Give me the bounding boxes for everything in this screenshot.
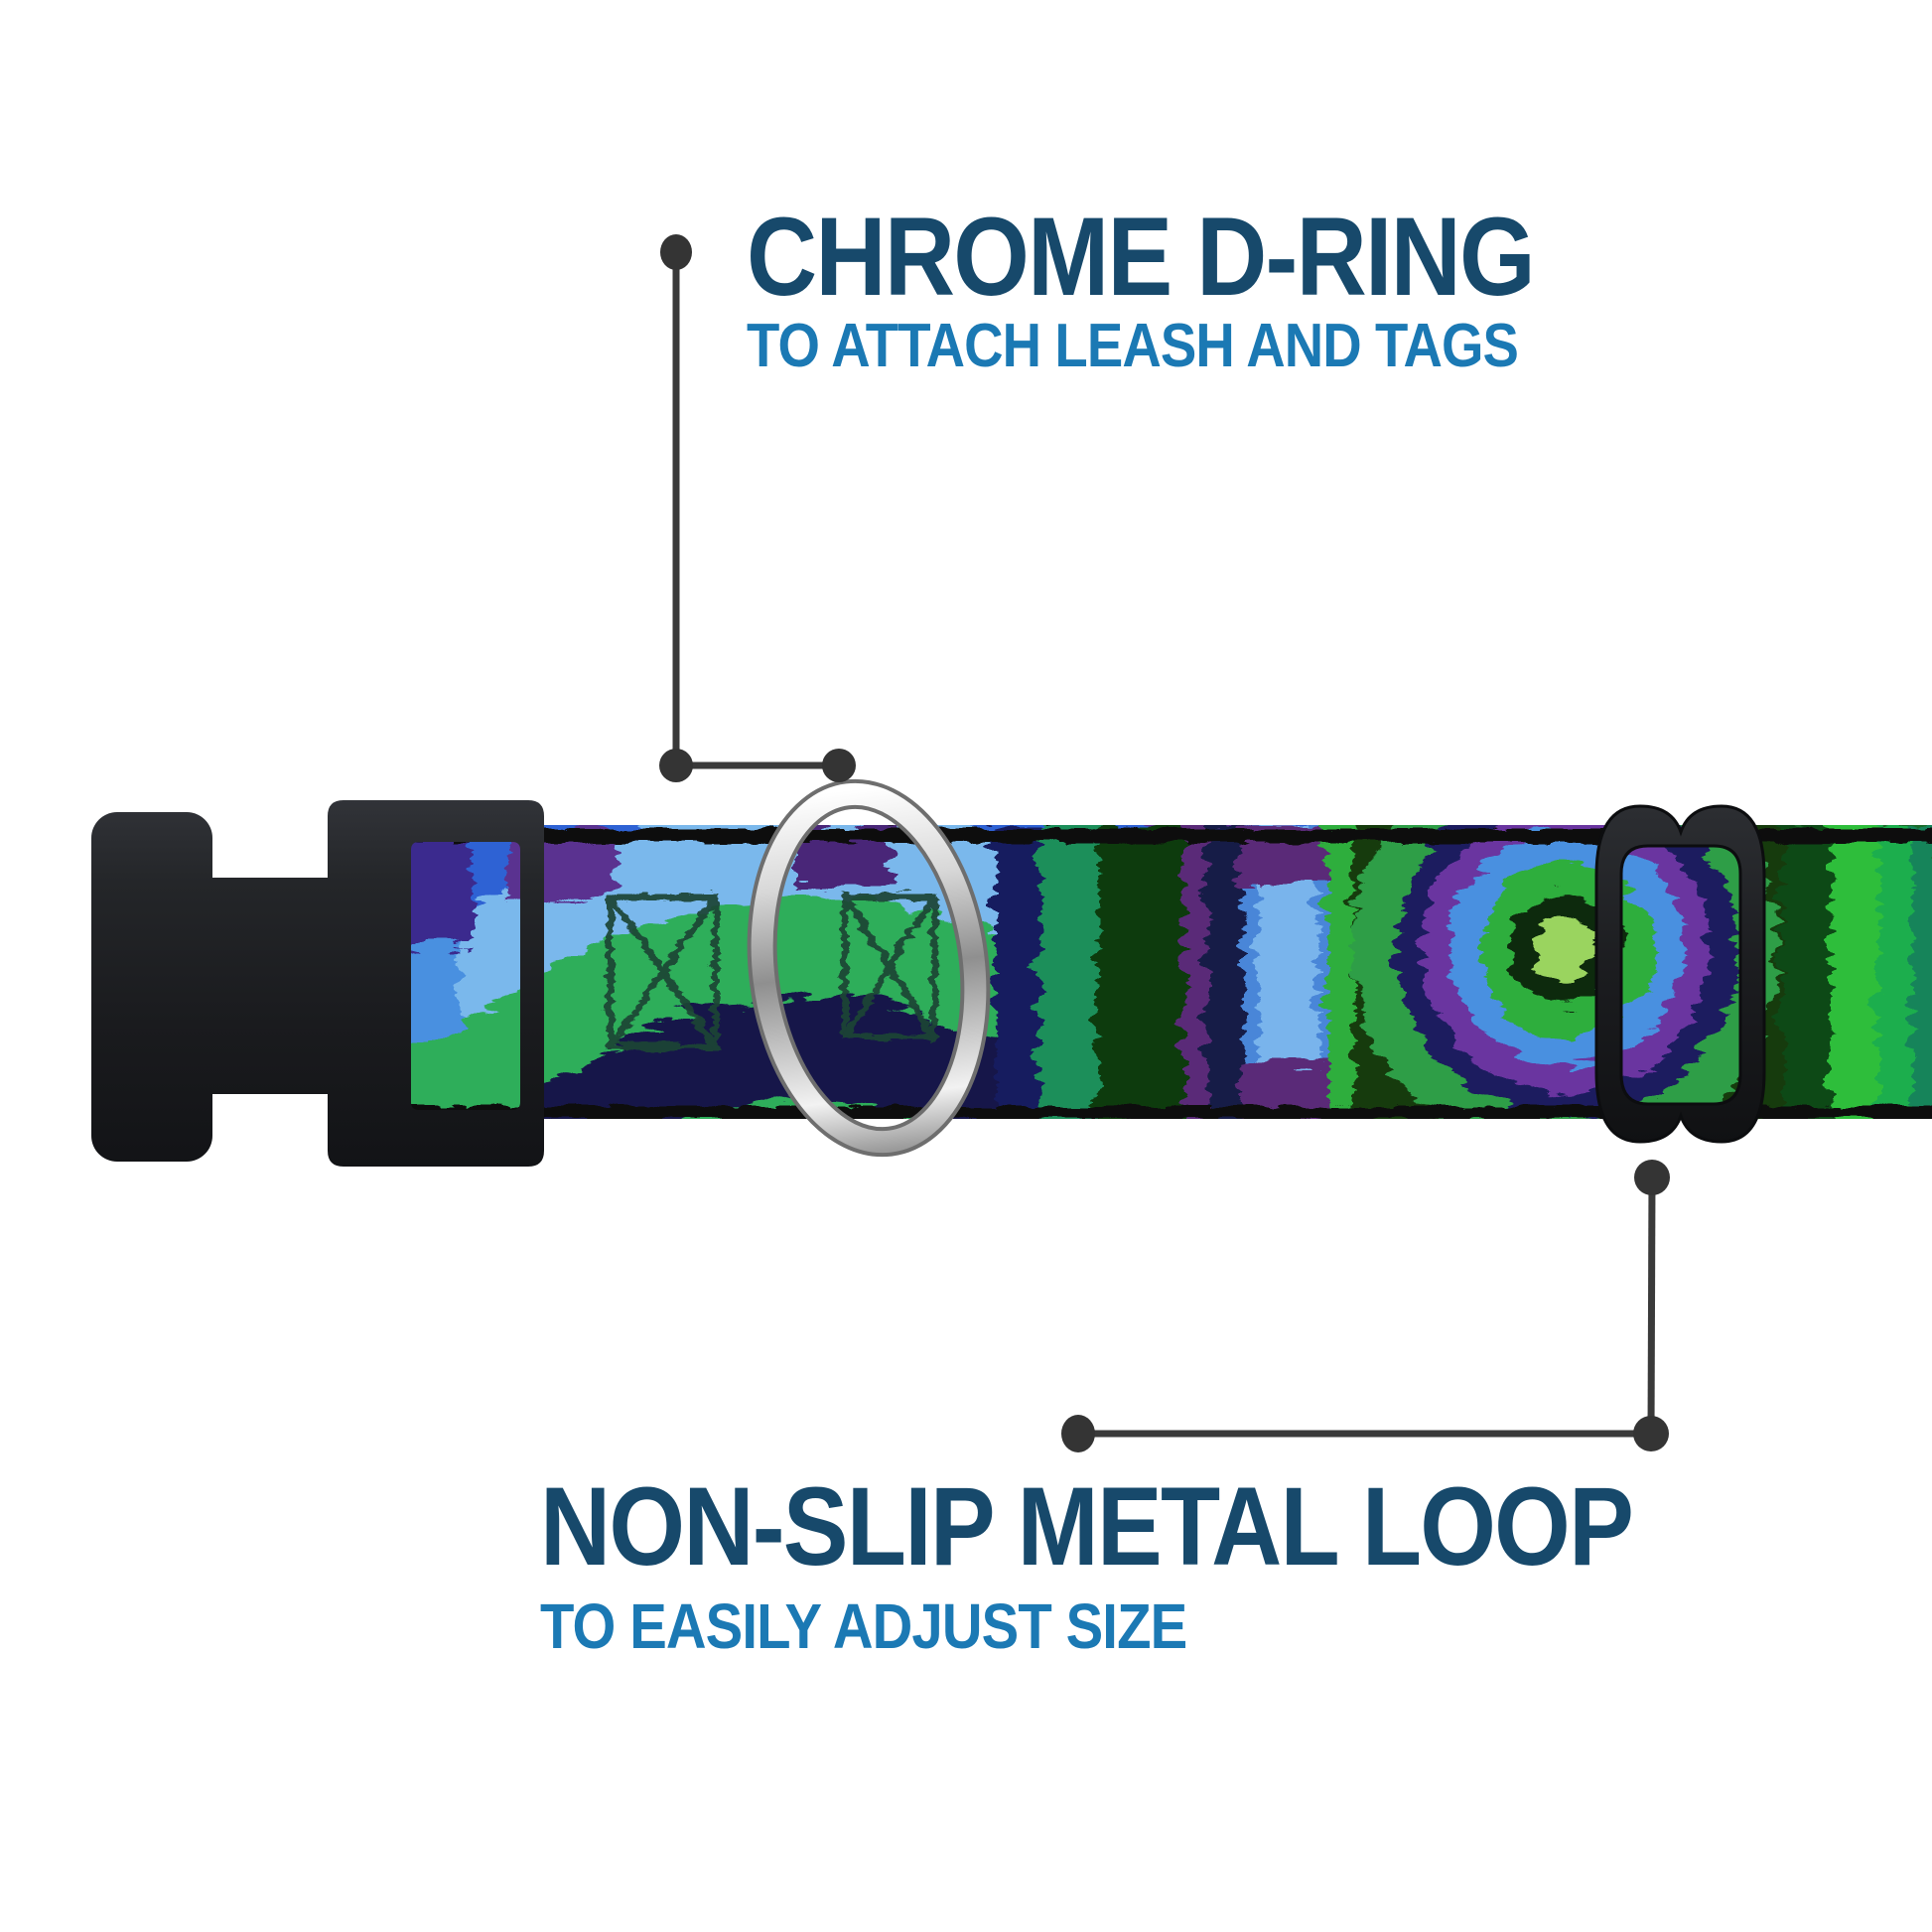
chrome-d-ring <box>747 778 991 1158</box>
callout-d-ring-title: CHROME D-RING <box>747 195 1536 319</box>
callout-metal-loop-title: NON-SLIP METAL LOOP <box>540 1464 1634 1588</box>
tie-dye-stripes <box>988 825 1360 1119</box>
callout-dring-pointer <box>659 234 856 782</box>
callout-dot <box>659 749 693 782</box>
callout-loop-pointer <box>1061 1160 1670 1452</box>
stripe <box>405 825 467 943</box>
callout-dot <box>660 234 692 270</box>
collar-webbing <box>405 825 1932 1119</box>
stripe <box>405 943 457 1037</box>
tie-dye-right-swirl <box>1347 825 1781 1119</box>
tri-glide-slider <box>1594 804 1766 1144</box>
side-release-buckle <box>91 800 544 1167</box>
stitch-box-right <box>838 890 935 1038</box>
callout-dot <box>1061 1415 1095 1452</box>
callout-dot <box>1633 1416 1669 1451</box>
tie-dye-stripes-right <box>1777 825 1932 1119</box>
callout-d-ring-subtitle: TO ATTACH LEASH AND TAGS <box>747 312 1519 380</box>
callout-metal-loop-subtitle: TO EASILY ADJUST SIZE <box>540 1590 1187 1662</box>
callout-dot <box>822 749 856 782</box>
callout-dot <box>1634 1160 1670 1195</box>
stitch-box-left <box>604 890 717 1048</box>
